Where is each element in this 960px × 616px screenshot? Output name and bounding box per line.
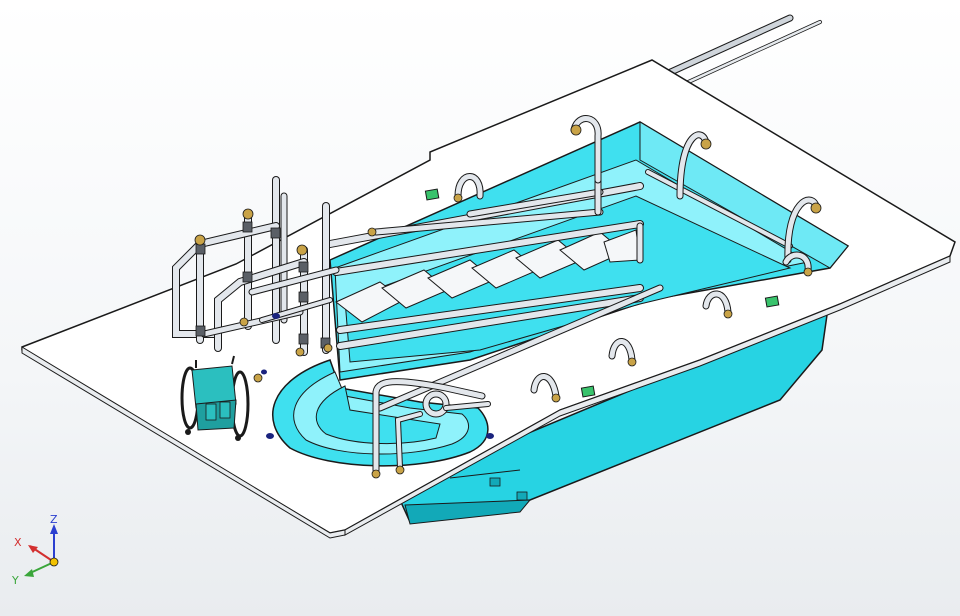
deck-anchors bbox=[261, 313, 494, 439]
entry-steps[interactable] bbox=[335, 229, 641, 323]
z-axis-label: Z bbox=[50, 513, 58, 526]
z-axis-arrow bbox=[50, 524, 58, 534]
floor-drains bbox=[424, 188, 780, 398]
spa-handrail[interactable] bbox=[372, 378, 491, 474]
x-axis-label: X bbox=[14, 536, 22, 549]
brass-fittings bbox=[194, 124, 822, 479]
coordinate-triad: Z X Y bbox=[11, 513, 59, 587]
wheelchair[interactable] bbox=[180, 355, 250, 441]
triad-origin bbox=[49, 557, 59, 567]
supply-pipes[interactable] bbox=[658, 14, 822, 86]
x-axis-arrow bbox=[28, 545, 38, 553]
y-axis-arrow bbox=[24, 569, 34, 577]
y-axis-label: Y bbox=[11, 574, 19, 587]
